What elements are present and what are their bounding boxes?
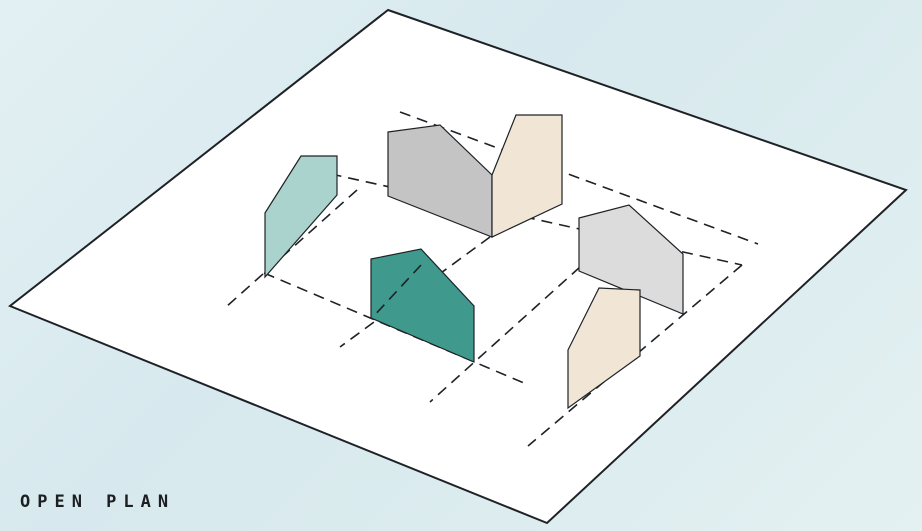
beige-wall-panel-front [567, 287, 641, 410]
diagram-caption: OPEN PLAN [20, 492, 176, 512]
teal-light-wall-panel [264, 155, 338, 279]
grid-line [371, 264, 422, 319]
beige-wall-panel-back [491, 114, 563, 238]
teal-dark-wall-panel [370, 248, 475, 363]
grid-line [263, 272, 525, 384]
ground-plane [8, 8, 908, 525]
grid-line [527, 264, 743, 447]
gray-light-wall-panel [578, 204, 684, 315]
grid-line [399, 111, 759, 245]
grid-line [429, 266, 581, 403]
grid-line [225, 189, 358, 308]
